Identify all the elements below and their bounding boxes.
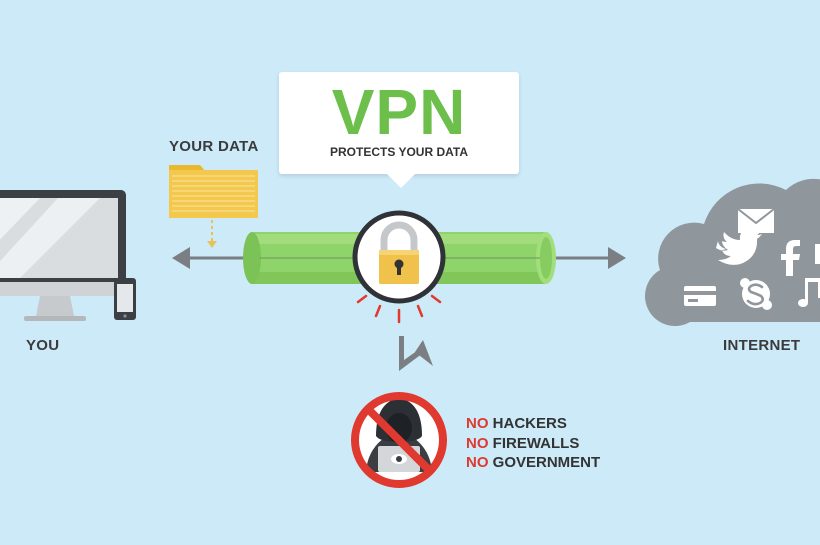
mail-icon — [737, 208, 775, 233]
computer-monitor-icon — [0, 190, 126, 321]
your-data-label: YOUR DATA — [169, 138, 259, 155]
folder-icon — [169, 165, 258, 248]
threat-prefix: NO — [466, 454, 489, 471]
internet-label: INTERNET — [723, 337, 801, 354]
threat-text: GOVERNMENT — [488, 454, 601, 471]
threat-list: NO HACKERS NO FIREWALLS NO GOVERNMENT — [466, 414, 600, 473]
alert-rays — [356, 294, 442, 324]
twitter-icon — [716, 228, 762, 265]
you-label: YOU — [26, 337, 60, 354]
threat-prefix: NO — [466, 415, 489, 432]
facebook-icon — [781, 240, 820, 276]
credit-card-icon — [684, 286, 716, 306]
threat-text: FIREWALLS — [488, 434, 580, 452]
threat-prefix: NO — [466, 434, 489, 452]
hooded-hacker-icon — [351, 392, 447, 488]
vpn-title: VPN — [331, 76, 467, 148]
threat-text: HACKERS — [488, 415, 567, 432]
threat-item: NO HACKERS — [466, 414, 600, 434]
smartphone-icon — [114, 278, 136, 320]
skype-icon — [740, 278, 772, 310]
threat-item: NO FIREWALLS — [466, 434, 600, 454]
music-note-icon — [798, 278, 820, 307]
vpn-callout: VPN PROTECTS YOUR DATA — [279, 72, 519, 188]
vpn-subtitle: PROTECTS YOUR DATA — [329, 145, 468, 159]
threat-item: NO GOVERNMENT — [466, 453, 600, 473]
padlock-icon — [352, 210, 446, 304]
intercept-arrow — [399, 336, 433, 371]
